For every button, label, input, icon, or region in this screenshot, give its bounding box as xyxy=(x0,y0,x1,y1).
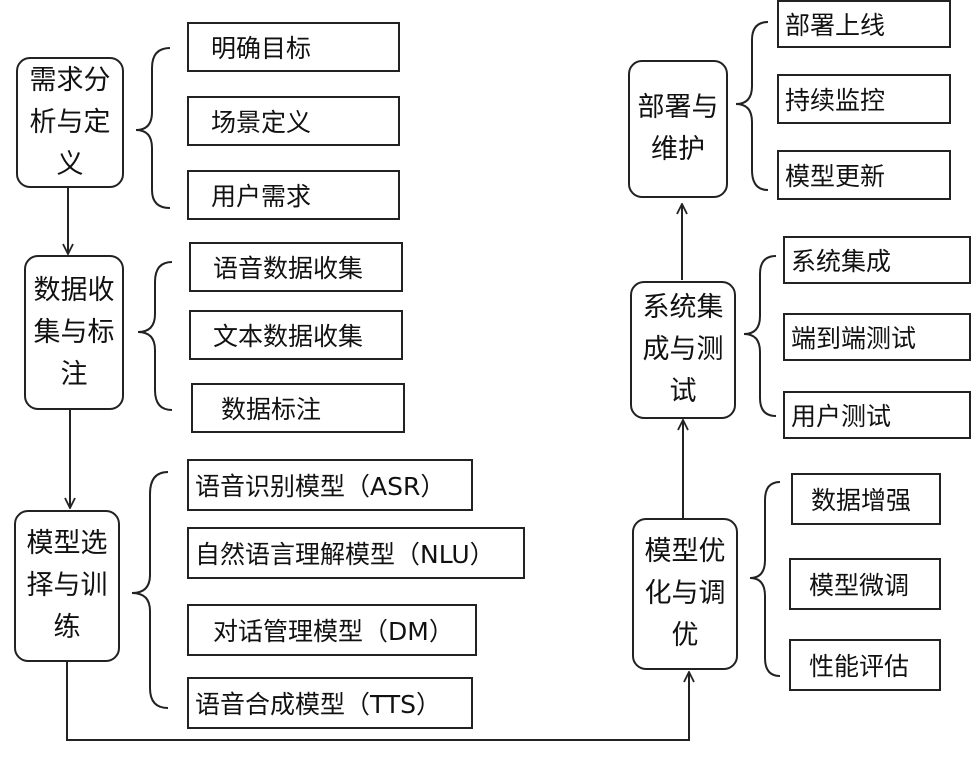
item-performance-evaluation: 性能评估 xyxy=(789,639,941,691)
brace-training xyxy=(131,471,169,709)
item-continuous-monitoring: 持续监控 xyxy=(777,74,951,124)
item-nlu-model: 自然语言理解模型（NLU） xyxy=(187,527,525,579)
arrow-training-to-optimization xyxy=(66,662,689,741)
brace-integration xyxy=(743,255,777,417)
item-asr-model: 语音识别模型（ASR） xyxy=(187,459,473,511)
item-end-to-end-test: 端到端测试 xyxy=(783,313,971,361)
brace-optimization xyxy=(749,481,781,677)
item-clear-goal: 明确目标 xyxy=(187,22,400,72)
item-tts-model: 语音合成模型（TTS） xyxy=(187,677,473,729)
brace-requirements xyxy=(135,47,171,209)
item-user-needs: 用户需求 xyxy=(187,170,400,220)
stage-optimization: 模型优化与调优 xyxy=(632,518,738,670)
stage-data-collection: 数据收集与标注 xyxy=(24,255,124,410)
stage-deployment: 部署与维护 xyxy=(628,60,728,198)
stage-requirements: 需求分析与定义 xyxy=(16,57,124,188)
stage-integration: 系统集成与测试 xyxy=(630,281,736,419)
item-data-augmentation: 数据增强 xyxy=(791,473,941,525)
item-speech-data-collection: 语音数据收集 xyxy=(189,242,403,292)
item-model-update: 模型更新 xyxy=(777,150,951,200)
item-model-finetuning: 模型微调 xyxy=(789,558,941,610)
item-user-test: 用户测试 xyxy=(783,391,971,439)
stage-model-training: 模型选择与训练 xyxy=(14,510,120,662)
item-dm-model: 对话管理模型（DM） xyxy=(187,604,477,656)
item-deployment-launch: 部署上线 xyxy=(777,0,951,48)
item-data-annotation: 数据标注 xyxy=(191,383,405,433)
item-system-integration: 系统集成 xyxy=(783,236,971,284)
brace-data xyxy=(137,261,173,411)
item-scenario-definition: 场景定义 xyxy=(187,96,400,146)
item-text-data-collection: 文本数据收集 xyxy=(189,310,403,360)
brace-deployment xyxy=(735,21,769,191)
